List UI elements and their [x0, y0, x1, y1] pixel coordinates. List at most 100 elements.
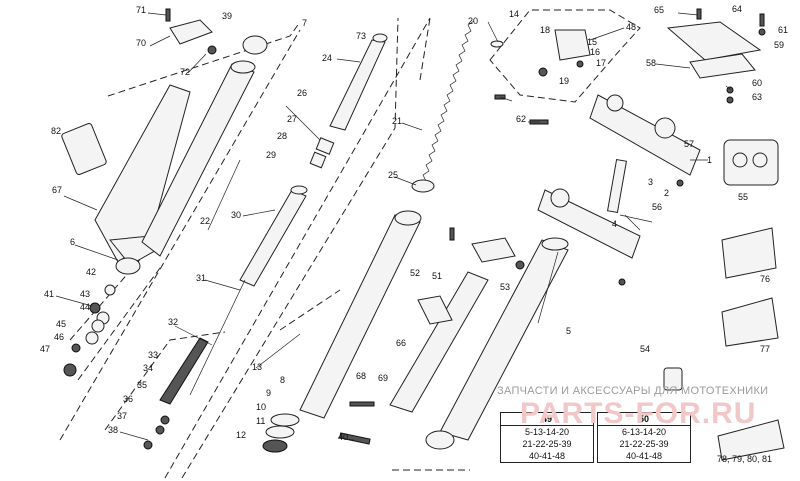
- part-label-12: 12: [236, 430, 246, 440]
- watermark-logo: PARTS-FOR.RU: [520, 397, 757, 430]
- part-label-45: 45: [56, 319, 66, 329]
- part-label-63: 63: [752, 92, 762, 102]
- handlebar-clamp: [666, 8, 766, 104]
- part-label-26: 26: [297, 88, 307, 98]
- part-label-66: 66: [396, 338, 406, 348]
- part-label-6: 6: [70, 237, 75, 247]
- part-label-42: 42: [86, 267, 96, 277]
- kit-50-line-3: 40-41-48: [625, 451, 663, 461]
- part-label-17: 17: [596, 58, 606, 68]
- triple-clamps: [537, 94, 701, 286]
- part-label-47: 47: [40, 344, 50, 354]
- part-82-pad: [61, 123, 107, 175]
- center-inner-tube: [262, 210, 422, 453]
- left-slider-tube: [141, 35, 268, 257]
- part-labels: 1234567891011121314151617181920212224252…: [40, 4, 788, 464]
- part-label-60: 60: [752, 78, 762, 88]
- part-label-7: 7: [302, 18, 307, 28]
- part-label-73: 73: [356, 31, 366, 41]
- part-label-67: 67: [52, 185, 62, 195]
- part-label-57: 57: [684, 139, 694, 149]
- part-label-61: 61: [778, 25, 788, 35]
- part-label-39: 39: [222, 11, 232, 21]
- part-label-51: 51: [432, 271, 442, 281]
- part-label-33: 33: [148, 350, 158, 360]
- part-label-34: 34: [143, 363, 153, 373]
- left-small-parts: [63, 284, 116, 377]
- part-label-55: 55: [738, 192, 748, 202]
- part-label-78-79-80-81: 78, 79, 80, 81: [717, 454, 772, 464]
- part-label-14: 14: [509, 9, 519, 19]
- kit-50-box: 50 6-13-14-20 21-22-25-39 40-41-48: [597, 412, 691, 463]
- part-label-44: 44: [80, 302, 90, 312]
- part-label-13: 13: [252, 362, 262, 372]
- kit-50-title: 50: [598, 413, 690, 426]
- leader-lines: [55, 12, 732, 441]
- part-label-56: 56: [652, 202, 662, 212]
- part-label-65: 65: [654, 5, 664, 15]
- part-label-76: 76: [760, 274, 770, 284]
- watermark-text: ЗАПЧАСТИ И АКСЕССУАРЫ ДЛЯ МОТОТЕХНИКИ: [497, 385, 769, 397]
- part-label-77: 77: [760, 344, 770, 354]
- kit-49-line-3: 40-41-48: [528, 451, 566, 461]
- part-label-15: 15: [587, 37, 597, 47]
- part-label-62: 62: [516, 114, 526, 124]
- part-label-31: 31: [196, 273, 206, 283]
- part-label-25: 25: [388, 170, 398, 180]
- part-label-36: 36: [123, 394, 133, 404]
- part-label-82: 82: [51, 126, 61, 136]
- part-label-28: 28: [277, 131, 287, 141]
- part-label-1: 1: [707, 155, 712, 165]
- part-label-69: 69: [378, 373, 388, 383]
- top-left-clamp: [165, 8, 217, 55]
- part-label-70: 70: [136, 38, 146, 48]
- kit-50-line-1: 6-13-14-20: [621, 427, 667, 437]
- part-label-48: 48: [626, 22, 636, 32]
- damper-column: [143, 33, 388, 450]
- part-label-11: 11: [256, 416, 265, 426]
- part-label-41: 41: [44, 289, 54, 299]
- part-label-29: 29: [266, 150, 276, 160]
- part-label-72: 72: [180, 67, 190, 77]
- kit-49-line-1: 5-13-14-20: [524, 427, 570, 437]
- part-label-58: 58: [646, 58, 656, 68]
- right-fork-assembly: [339, 227, 569, 450]
- fork-guards: [663, 139, 785, 461]
- part-label-21: 21: [392, 116, 402, 126]
- part-label-20: 20: [468, 16, 478, 26]
- part-label-32: 32: [168, 317, 178, 327]
- kit-49-line-2: 21-22-25-39: [522, 439, 572, 449]
- part-label-46: 46: [54, 332, 64, 342]
- part-label-27: 27: [287, 114, 297, 124]
- part-label-71: 71: [136, 5, 146, 15]
- part-label-54: 54: [640, 344, 650, 354]
- part-label-2: 2: [664, 188, 669, 198]
- part-label-19: 19: [559, 76, 569, 86]
- part-label-5: 5: [566, 326, 571, 336]
- part-label-52: 52: [410, 268, 420, 278]
- kit-49-title: 49: [501, 413, 593, 426]
- part-label-68: 68: [356, 371, 366, 381]
- part-label-24: 24: [322, 53, 332, 63]
- kit-49-box: 49 5-13-14-20 21-22-25-39 40-41-48: [500, 412, 594, 463]
- part-label-4: 4: [612, 219, 617, 229]
- part-label-3: 3: [648, 177, 653, 187]
- part-label-30: 30: [231, 210, 241, 220]
- part-label-9: 9: [266, 388, 271, 398]
- part-label-16: 16: [590, 47, 600, 57]
- kit-50-line-2: 21-22-25-39: [619, 439, 669, 449]
- part-label-22: 22: [200, 216, 210, 226]
- part-label-64: 64: [732, 4, 742, 14]
- part-label-53: 53: [500, 282, 510, 292]
- part-label-35: 35: [137, 380, 147, 390]
- top-right-assembly: [494, 29, 591, 125]
- part-label-38: 38: [108, 425, 118, 435]
- part-label-59: 59: [774, 40, 784, 50]
- fork-spring: [411, 20, 504, 193]
- part-label-43: 43: [80, 289, 90, 299]
- part-label-37: 37: [117, 411, 127, 421]
- part-label-8: 8: [280, 375, 285, 385]
- part-label-10: 10: [256, 402, 266, 412]
